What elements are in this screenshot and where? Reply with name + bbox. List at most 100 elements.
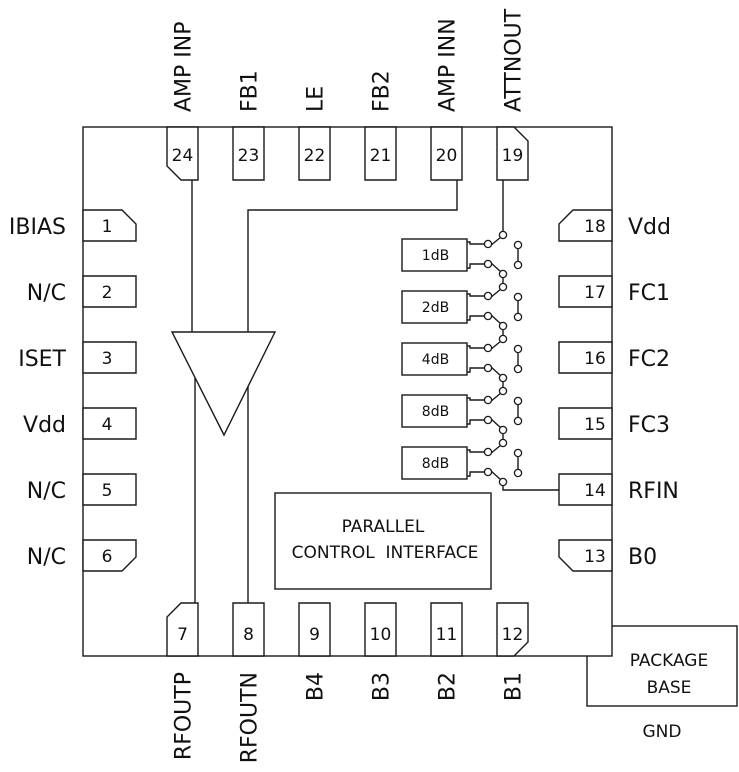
pin-label: B0 — [628, 545, 657, 570]
attenuator-box — [401, 290, 468, 324]
switch-contact — [498, 373, 508, 383]
switch-contact — [513, 448, 523, 458]
pin-13-pad — [558, 539, 613, 572]
attenuator-label: 8dB — [422, 456, 449, 472]
attenuator-stage: 8dB — [401, 386, 523, 440]
pin-label: FC2 — [628, 347, 670, 372]
pin-number: 9 — [309, 625, 320, 645]
pin-3-pad — [82, 341, 137, 374]
pin-6: 6 N/C — [27, 539, 137, 572]
pin-17-pad — [558, 275, 613, 308]
switch-contact — [513, 240, 523, 250]
control-label-line2: CONTROL INTERFACE — [292, 543, 479, 563]
pin-6-pad — [82, 539, 137, 572]
switch-contact — [483, 343, 493, 353]
switch-contact — [483, 395, 493, 405]
switch-contact — [483, 415, 493, 425]
pin-9-pad — [298, 602, 331, 657]
pin-5-pad — [82, 473, 137, 506]
pin-22-pad — [298, 126, 331, 181]
pin-number: 10 — [370, 625, 392, 645]
package-base-label-line2: BASE — [647, 678, 692, 698]
switch-contact — [483, 291, 493, 301]
switch-contact — [513, 396, 523, 406]
attenuator-stage: 8dB — [401, 438, 523, 487]
package-base-label-line1: PACKAGE — [630, 651, 708, 671]
pin-label: ISET — [18, 347, 66, 372]
pin-label: ATTNOUT — [502, 8, 527, 112]
amplifier-triangle — [170, 331, 277, 437]
parallel-control-interface: PARALLEL CONTROL INTERFACE — [274, 492, 492, 590]
pin-label: N/C — [27, 545, 66, 570]
package-base: PACKAGE BASE GND — [586, 625, 738, 742]
pin-12-pad — [496, 602, 529, 657]
pin-label: AMP INN — [436, 18, 461, 112]
pin-7-pad — [166, 602, 199, 657]
switch-contact — [483, 311, 493, 321]
pin-number: 18 — [584, 217, 606, 237]
pin-19-pad — [496, 126, 529, 181]
switch-contact — [483, 447, 493, 457]
pin-1-pad — [82, 209, 137, 242]
attenuator-label: 8dB — [422, 404, 449, 420]
switch-contact — [498, 425, 508, 435]
switch-contact — [498, 334, 508, 344]
pin-label: B4 — [304, 672, 329, 701]
pin-number: 19 — [502, 146, 524, 166]
switch-contact — [498, 321, 508, 331]
pin-17: 17 FC1 — [558, 275, 670, 308]
pin-20-pad — [430, 126, 463, 181]
switch-contact — [498, 230, 508, 240]
pin-label: FB2 — [370, 70, 395, 112]
pin-15-pad — [558, 407, 613, 440]
internal-wiring — [191, 180, 559, 603]
control-label-line1: PARALLEL — [342, 517, 425, 537]
pin-number: 23 — [238, 146, 260, 166]
attenuator-stage: 4dB — [401, 334, 523, 388]
pin-22: 22 LE — [298, 86, 331, 181]
pin-23: 23 FB1 — [232, 70, 265, 181]
pin-label: B2 — [436, 672, 461, 701]
pin-label: LE — [304, 86, 329, 112]
switch-contact — [498, 269, 508, 279]
pin-number: 22 — [304, 146, 326, 166]
pin-label: IBIAS — [9, 215, 66, 240]
pin-label: FB1 — [238, 70, 263, 112]
pin-number: 6 — [102, 547, 113, 567]
pin-label: N/C — [27, 281, 66, 306]
pin-11-pad — [430, 602, 463, 657]
pin-24-pad — [166, 126, 199, 181]
attenuator-box — [401, 446, 468, 480]
pin-label: RFIN — [628, 479, 679, 504]
pin-5: 5N/C — [27, 473, 137, 506]
pin-label: FC1 — [628, 281, 670, 306]
pin-number: 4 — [102, 415, 113, 435]
switch-contact — [483, 467, 493, 477]
switch-contact — [513, 364, 523, 374]
pin-4-pad — [82, 407, 137, 440]
pin-number: 17 — [584, 283, 606, 303]
pins: 1IBIAS2N/C3ISET4Vdd5N/C6N/C7RFOUTP8RFOUT… — [9, 8, 679, 763]
pin-number: 7 — [177, 625, 188, 645]
switch-contact — [513, 312, 523, 322]
pin-number: 15 — [584, 415, 606, 435]
pin-2-pad — [82, 275, 137, 308]
switch-contact — [483, 239, 493, 249]
switch-contact — [513, 344, 523, 354]
pin-label: B3 — [370, 672, 395, 701]
